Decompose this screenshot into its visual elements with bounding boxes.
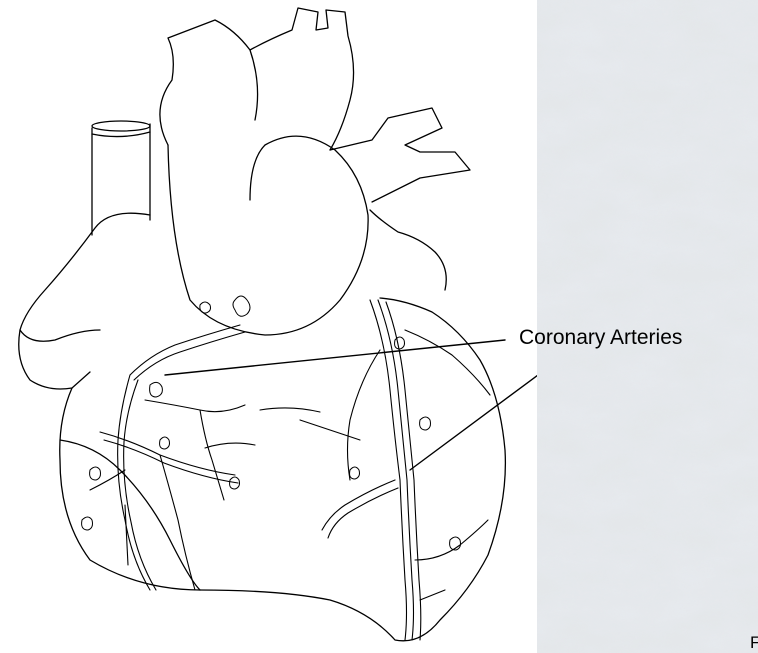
- aorta: [160, 8, 368, 335]
- right-atrium: [19, 213, 150, 389]
- right-coronary-vessels: [90, 325, 255, 590]
- heart-outline: [60, 298, 506, 641]
- pulmonary-arteries: [330, 108, 470, 290]
- coronary-arteries-label: Coronary Arteries: [519, 326, 758, 350]
- label-pointers: [165, 340, 537, 470]
- heart-diagram: [0, 0, 537, 653]
- corner-text: F: [750, 633, 758, 653]
- left-coronary-vessels: [260, 300, 490, 640]
- vena-cava: [92, 121, 150, 235]
- fat-deposits: [82, 296, 461, 550]
